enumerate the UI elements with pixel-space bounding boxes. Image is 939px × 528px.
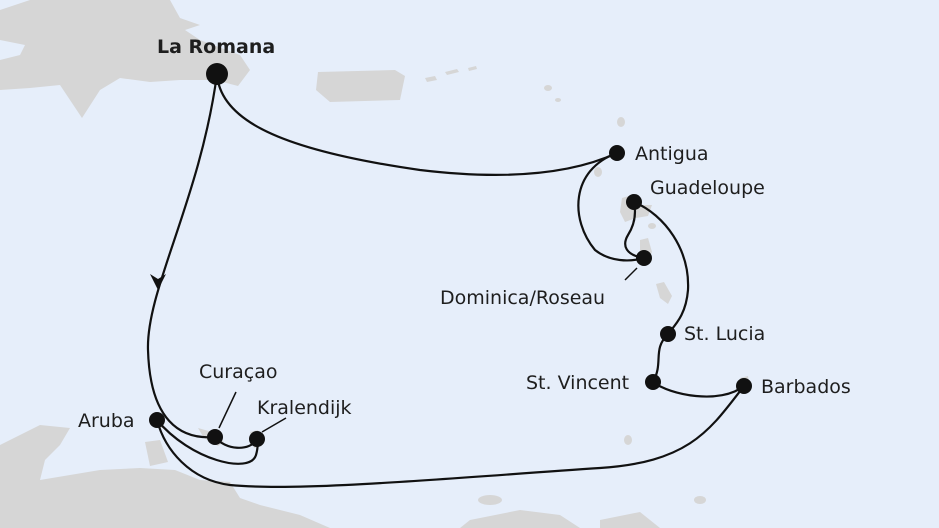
route-curacao-laromana — [146, 73, 219, 439]
label-st-vincent: St. Vincent — [526, 372, 629, 394]
label-aruba: Aruba — [78, 410, 135, 432]
land — [0, 0, 750, 528]
marker-antigua[interactable] — [609, 145, 625, 161]
label-dominica: Dominica/Roseau — [440, 287, 605, 309]
marker-la-romana[interactable] — [206, 63, 228, 85]
marker-kralendijk[interactable] — [249, 431, 265, 447]
puerto-rico — [316, 70, 405, 102]
label-st-lucia: St. Lucia — [684, 323, 765, 345]
venezuela-coast — [145, 440, 168, 466]
label-la-romana: La Romana — [157, 36, 275, 58]
route-antigua-dominica — [577, 151, 645, 262]
label-guadeloupe: Guadeloupe — [650, 177, 765, 199]
label-barbados: Barbados — [761, 376, 851, 398]
marker-curacao[interactable] — [207, 429, 223, 445]
route-guadeloupe-stlucia — [633, 200, 690, 335]
label-kralendijk: Kralendijk — [257, 397, 352, 419]
trinidad-area — [460, 510, 660, 528]
marker-st-vincent[interactable] — [645, 374, 661, 390]
curacao-leader-line — [218, 391, 237, 429]
south-america — [0, 425, 330, 528]
route-laromana-antigua — [215, 73, 618, 176]
label-antigua: Antigua — [635, 143, 709, 165]
direction-arrow-icon — [150, 274, 166, 290]
label-curacao: Curaçao — [199, 361, 277, 383]
port-labels: La Romana Antigua Guadeloupe Dominica/Ro… — [78, 36, 851, 432]
route-dominica-guadeloupe — [624, 201, 645, 260]
virgin-islands — [425, 66, 477, 82]
port-markers — [149, 63, 752, 447]
marker-dominica[interactable] — [636, 250, 652, 266]
hispaniola — [0, 0, 250, 118]
marker-st-lucia[interactable] — [660, 326, 676, 342]
martinique-island — [656, 282, 672, 304]
dominica-leader-line — [624, 267, 638, 281]
kralendijk-leader-line — [261, 417, 287, 433]
marker-guadeloupe[interactable] — [626, 194, 642, 210]
marker-barbados[interactable] — [736, 378, 752, 394]
route-barbados-aruba — [155, 385, 745, 488]
marker-aruba[interactable] — [149, 412, 165, 428]
